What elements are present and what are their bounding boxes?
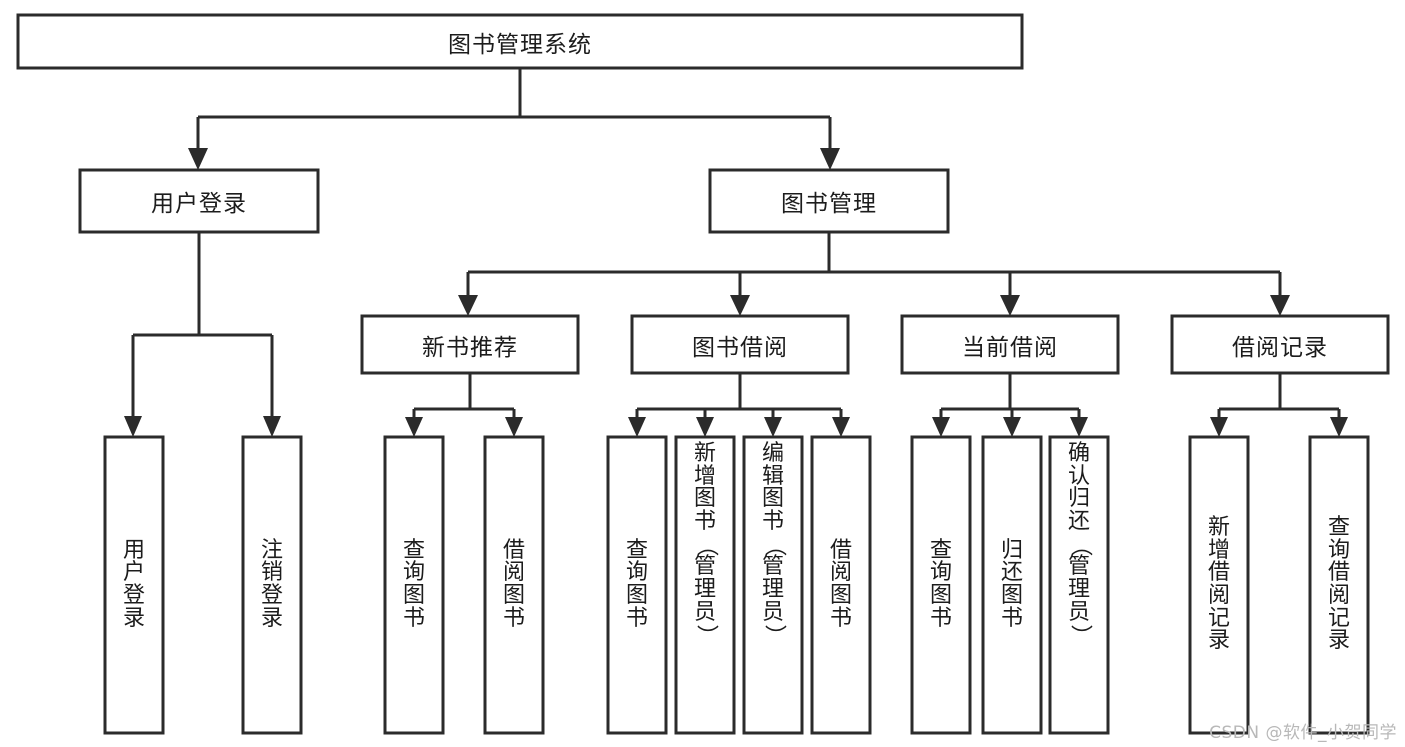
arrow-head-borrow-record xyxy=(1270,295,1290,316)
node-box-book-manage[interactable] xyxy=(708,168,950,234)
arrow-head-leaf-user-login xyxy=(124,416,142,437)
node-box-current-borrow[interactable] xyxy=(900,314,1120,375)
connector-new-book-recommend-to-leaves xyxy=(405,373,523,437)
node-box-leaf-query-book-3[interactable] xyxy=(910,435,972,735)
node-box-leaf-add-borrow-record[interactable] xyxy=(1188,435,1250,735)
node-box-borrow-record[interactable] xyxy=(1170,314,1390,375)
node-box-leaf-borrow-book-2[interactable] xyxy=(810,435,872,735)
node-box-leaf-query-borrow-record[interactable] xyxy=(1308,435,1370,735)
node-box-leaf-user-logout[interactable] xyxy=(241,435,303,735)
node-box-new-book-recommend[interactable] xyxy=(360,314,580,375)
connector-current-borrow-to-leaves xyxy=(932,373,1088,437)
node-box-leaf-edit-book-admin[interactable] xyxy=(742,435,804,735)
arrow-head-leaf-user-logout xyxy=(263,416,281,437)
connector-book-borrow-to-leaves xyxy=(628,373,850,437)
arrow-head-current-borrow xyxy=(1000,295,1020,316)
arrow-head-leaf-borrow-book-2 xyxy=(832,417,850,437)
node-box-root[interactable] xyxy=(16,13,1024,70)
connector-borrow-record-to-leaves xyxy=(1210,373,1348,437)
node-box-leaf-return-book[interactable] xyxy=(981,435,1043,735)
node-box-leaf-query-book-2[interactable] xyxy=(606,435,668,735)
connector-root-to-level2 xyxy=(188,68,840,170)
arrow-head-leaf-add-borrow-record xyxy=(1210,417,1228,437)
arrow-head-leaf-return-book xyxy=(1003,417,1021,437)
node-box-leaf-confirm-return-admin[interactable] xyxy=(1048,435,1110,735)
arrow-head-leaf-query-borrow-record xyxy=(1330,417,1348,437)
arrow-head-leaf-edit-book-admin xyxy=(764,417,782,437)
arrow-head-new-book-recommend xyxy=(458,295,478,316)
node-box-leaf-user-login[interactable] xyxy=(103,435,165,735)
arrow-head-leaf-query-book-1 xyxy=(405,417,423,437)
node-box-leaf-add-book-admin[interactable] xyxy=(674,435,736,735)
node-box-user-login[interactable] xyxy=(78,168,320,234)
connector-book-manage-to-level3 xyxy=(458,233,1290,316)
node-box-leaf-borrow-book-1[interactable] xyxy=(483,435,545,735)
arrow-head-book-manage xyxy=(820,148,840,170)
connector-user-login-to-leaves xyxy=(124,232,281,437)
csdn-watermark: CSDN @软件_小贺同学 xyxy=(1209,723,1397,743)
arrow-head-user-login xyxy=(188,148,208,170)
arrow-head-book-borrow xyxy=(730,295,750,316)
arrow-head-leaf-query-book-2 xyxy=(628,417,646,437)
arrow-head-leaf-query-book-3 xyxy=(932,417,950,437)
node-box-book-borrow[interactable] xyxy=(630,314,850,375)
arrow-head-leaf-borrow-book-1 xyxy=(505,417,523,437)
node-box-leaf-query-book-1[interactable] xyxy=(383,435,445,735)
arrow-head-leaf-add-book-admin xyxy=(696,417,714,437)
arrow-head-leaf-confirm-return-admin xyxy=(1070,417,1088,437)
